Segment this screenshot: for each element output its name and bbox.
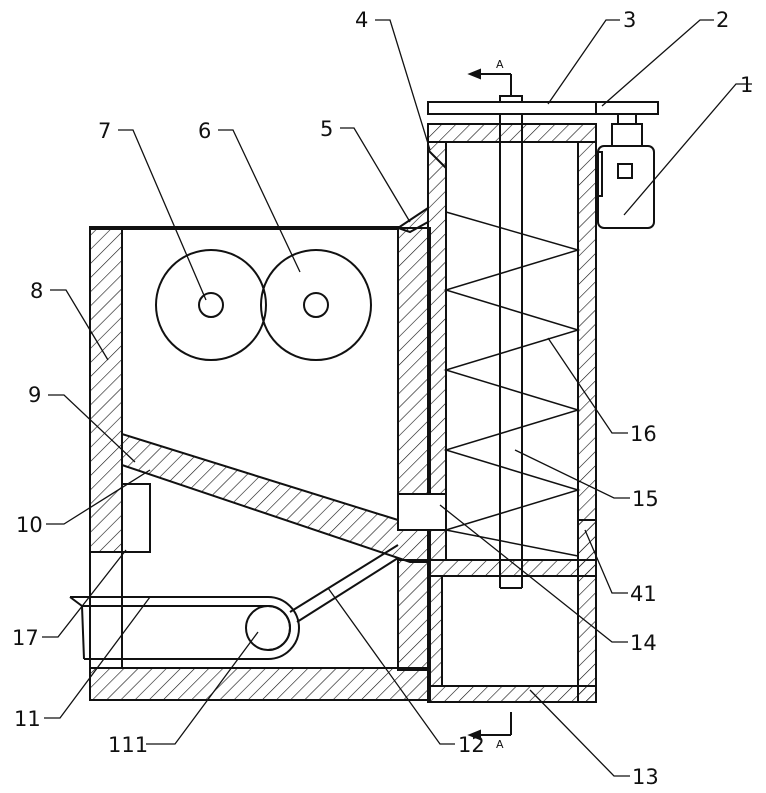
label-10: 10 [16, 513, 43, 537]
crushing-roller-6 [261, 250, 371, 360]
bottom-plate [90, 668, 430, 700]
label-41: 41 [630, 582, 657, 606]
label-12: 12 [458, 733, 485, 757]
label-7: 7 [98, 119, 111, 143]
conveyor-belt [70, 597, 299, 659]
label-14: 14 [630, 631, 657, 655]
label-13: 13 [632, 765, 659, 789]
section-marker-top [470, 70, 511, 96]
label-4: 4 [355, 8, 368, 32]
partition-wall-lower [398, 560, 430, 670]
section-letter-top: A [496, 58, 504, 71]
screw-flight [446, 212, 578, 556]
top-plate-left [90, 227, 398, 229]
section-letter-bottom: A [496, 738, 504, 751]
motor [596, 114, 654, 228]
left-wall [90, 228, 122, 552]
label-3: 3 [623, 8, 636, 32]
drive-disc [428, 102, 596, 114]
label-16: 16 [630, 422, 657, 446]
label-2: 2 [716, 8, 729, 32]
label-5: 5 [320, 117, 333, 141]
column-top [428, 124, 596, 142]
partition-wall-upper [398, 228, 430, 494]
part-10-block [122, 484, 150, 552]
column-bottom [428, 686, 596, 702]
inclined-screen [122, 434, 430, 562]
crushing-roller-7 [156, 250, 266, 360]
label-9: 9 [28, 383, 41, 407]
label-17: 17 [12, 626, 39, 650]
shaft-cap [500, 96, 522, 102]
label-15: 15 [632, 487, 659, 511]
screw-shaft [500, 100, 522, 588]
label-111: 111 [108, 733, 148, 757]
label-6: 6 [198, 119, 211, 143]
collection-box [442, 576, 578, 686]
column-right-wall [578, 142, 596, 702]
part-41-mark [578, 520, 596, 560]
label-11: 11 [14, 707, 41, 731]
label-1: 1 [740, 73, 753, 97]
belt-roller [246, 606, 290, 650]
discharge-opening [398, 494, 446, 530]
column-left-lower [428, 576, 442, 686]
label-8: 8 [30, 279, 43, 303]
